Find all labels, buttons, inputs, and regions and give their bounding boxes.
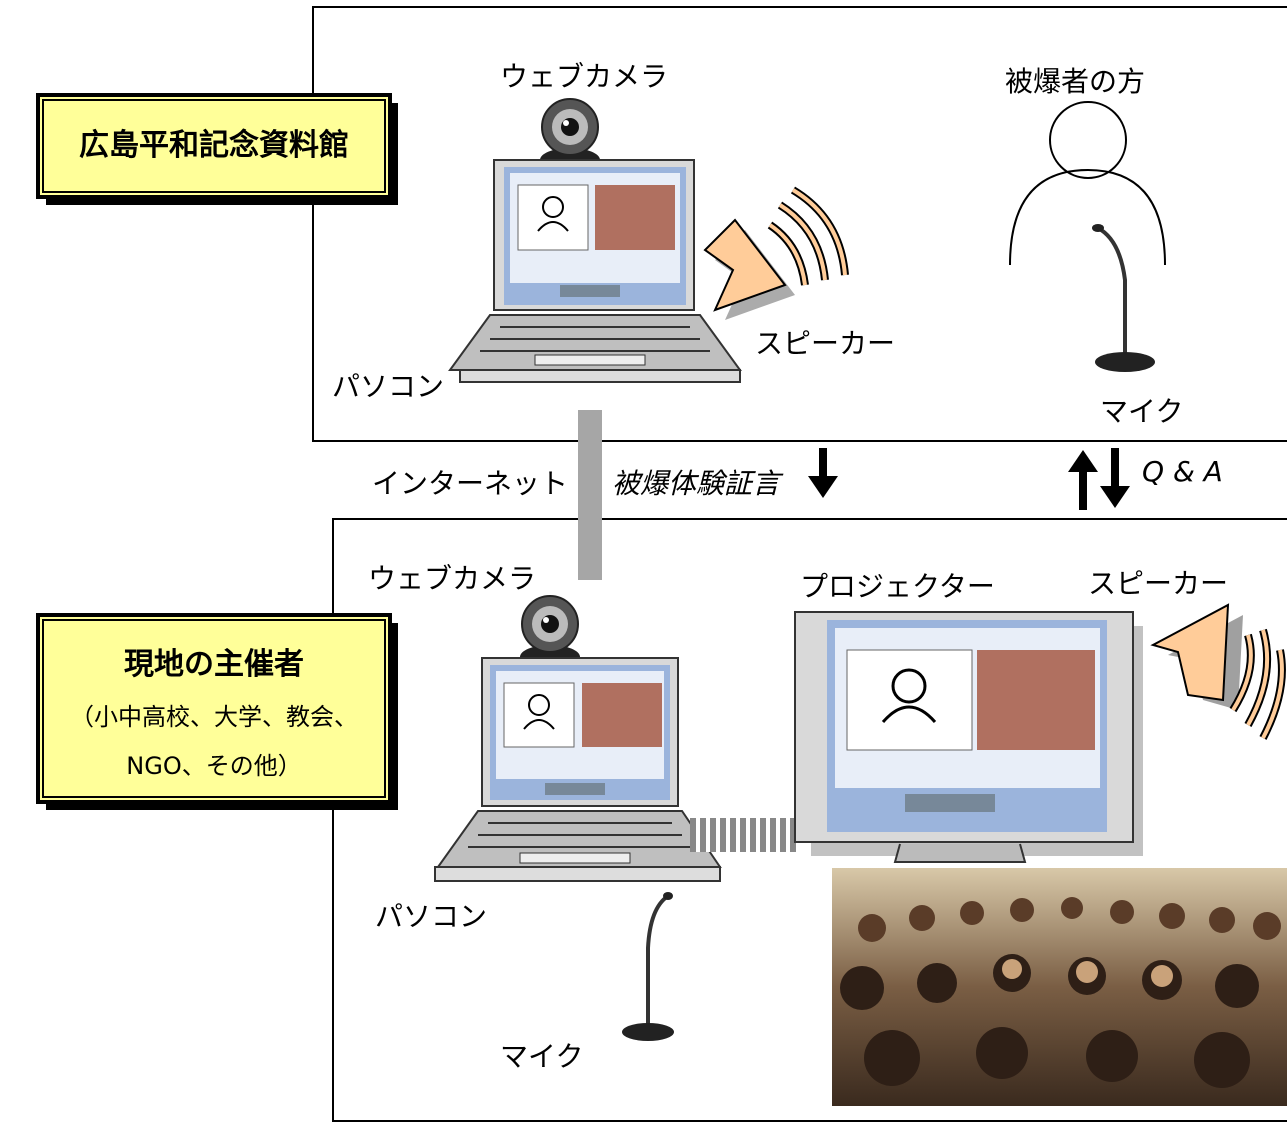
webcam-label-bottom: ウェブカメラ xyxy=(368,562,537,595)
webcam-label-top: ウェブカメラ xyxy=(500,60,669,93)
testimony-label: 被爆体験証言 xyxy=(612,467,781,500)
arrow-down-icon xyxy=(808,448,838,498)
location-box-host: 現地の主催者 （小中高校、大学、教会、 NGO、その他） xyxy=(36,613,392,804)
mic-label-top: マイク xyxy=(1100,395,1184,428)
location-title-host: 現地の主催者 xyxy=(124,647,304,682)
webcam-icon xyxy=(540,98,600,172)
pc-label-bottom: パソコン xyxy=(375,900,488,933)
laptop-icon-bottom xyxy=(434,657,722,882)
mic-icon xyxy=(1092,224,1155,372)
location-title-hiroshima: 広島平和記念資料館 xyxy=(79,128,349,163)
video-cable xyxy=(690,818,798,852)
pc-label-top: パソコン xyxy=(332,370,445,403)
location-sub-2: NGO、その他） xyxy=(126,752,302,780)
arrow-up-icon xyxy=(1068,450,1098,510)
projector-label: プロジェクター xyxy=(800,570,995,603)
audience-photo xyxy=(832,868,1287,1106)
laptop-icon xyxy=(448,159,742,383)
speaker-label-top: スピーカー xyxy=(755,327,896,360)
qa-label: Q & A xyxy=(1142,455,1223,488)
survivor-label: 被爆者の方 xyxy=(1005,65,1146,98)
survivor-person-icon xyxy=(1009,101,1166,266)
mic-icon-bottom xyxy=(622,892,674,1041)
internet-label: インターネット xyxy=(372,467,569,500)
speaker-icon xyxy=(703,186,849,320)
location-sub-1: （小中高校、大学、教会、 xyxy=(70,703,358,731)
speaker-label-bottom: スピーカー xyxy=(1088,567,1229,600)
internet-connector xyxy=(578,410,602,580)
speaker-icon-bottom xyxy=(1150,603,1286,740)
mic-label-bottom: マイク xyxy=(500,1040,584,1073)
arrow-down-icon-qa xyxy=(1100,448,1130,508)
projector-screen-icon xyxy=(794,611,1143,863)
location-box-hiroshima: 広島平和記念資料館 xyxy=(36,93,392,199)
